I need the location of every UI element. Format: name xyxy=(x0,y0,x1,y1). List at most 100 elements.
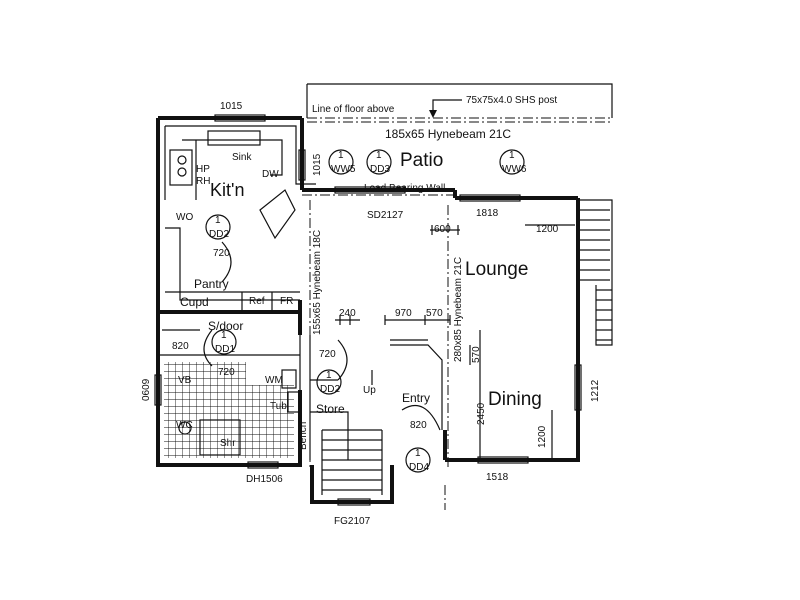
oven-unit xyxy=(169,149,193,186)
external-stairs xyxy=(578,199,613,346)
annotation-line-of-floor-above: Line of floor above xyxy=(312,104,395,115)
svg-text:1: 1 xyxy=(338,150,344,161)
entry-door-swing xyxy=(401,405,441,431)
fixture-rh: RH xyxy=(196,176,210,187)
room-label-sdoor: S/door xyxy=(208,319,243,333)
tag-dd1: 1 DD1 xyxy=(211,329,237,355)
upper-floor-outline xyxy=(306,83,613,123)
fixture-fr: FR xyxy=(280,296,293,307)
room-label-store: Store xyxy=(316,402,345,416)
fixture-vb: VB xyxy=(178,375,192,386)
dim-820-sdoor: 820 xyxy=(172,341,189,352)
dining-window-right xyxy=(574,364,582,411)
annotation-load-bearing-wall: Load Bearing Wall xyxy=(364,183,445,194)
svg-text:DD4: DD4 xyxy=(409,462,429,473)
stairs xyxy=(321,429,383,495)
svg-text:1: 1 xyxy=(221,330,227,341)
svg-text:DD2: DD2 xyxy=(320,384,340,395)
kitchen-bench xyxy=(182,139,296,240)
svg-text:WW5: WW5 xyxy=(331,164,356,175)
dim-570-a: 570 xyxy=(426,308,443,319)
opening-dining-window-bottom: 1518 xyxy=(486,472,509,483)
tag-dd2-store: 1 DD2 xyxy=(316,369,342,395)
exterior-walls xyxy=(156,116,580,504)
svg-text:1: 1 xyxy=(376,150,382,161)
svg-text:1: 1 xyxy=(326,370,332,381)
sink-unit xyxy=(207,130,261,146)
kitchen-door-swing xyxy=(221,241,232,283)
dim-1200-b: 1200 xyxy=(537,425,548,448)
dim-820-entry: 820 xyxy=(410,420,427,431)
dining-window-bottom xyxy=(477,456,529,464)
room-label-entry: Entry xyxy=(402,391,430,405)
opening-stair-window: FG2107 xyxy=(334,516,371,527)
shower-tray xyxy=(199,419,241,456)
dim-240: 240 xyxy=(339,308,356,319)
fixture-wm: WM xyxy=(265,375,283,386)
annotation-hynebeam-right: 280x85 Hynebeam 21C xyxy=(453,257,464,362)
room-label-bench: Bench xyxy=(298,422,309,450)
svg-text:DD2: DD2 xyxy=(209,229,229,240)
opening-sliding-door: SD2127 xyxy=(367,210,404,221)
patio-window xyxy=(298,149,306,181)
fixture-ref: Ref xyxy=(249,296,265,307)
svg-text:DD3: DD3 xyxy=(370,164,390,175)
shs-post-leader xyxy=(432,99,462,116)
opening-dining-window-right: 1212 xyxy=(590,379,601,402)
dim-1200-a: 1200 xyxy=(536,224,559,235)
fixture-wc: WC xyxy=(176,420,193,431)
dim-600: 600 xyxy=(434,224,451,235)
sdoor-swing xyxy=(203,329,213,367)
room-label-dining: Dining xyxy=(488,389,542,410)
dim-line-1200-right xyxy=(525,224,575,460)
dim-line-600 xyxy=(430,225,460,235)
annotation-hynebeam-left: 155x65 Hynebeam 18C xyxy=(312,230,323,335)
tag-dd2-kitchen: 1 DD2 xyxy=(205,214,231,240)
room-label-pantry: Pantry xyxy=(194,277,229,291)
shs-post-arrow xyxy=(429,110,437,118)
opening-bath-window: DH1506 xyxy=(246,474,283,485)
dim-570-b: 570 xyxy=(471,346,482,363)
svg-text:1: 1 xyxy=(215,215,221,226)
dim-970: 970 xyxy=(395,308,412,319)
lounge-window xyxy=(459,194,521,202)
svg-text:WW6: WW6 xyxy=(502,164,527,175)
room-label-up: Up xyxy=(363,385,376,396)
room-label-patio: Patio xyxy=(400,150,443,171)
opening-bath-side-window: 0609 xyxy=(141,378,152,401)
tag-ww6: 1 WW6 xyxy=(499,149,527,175)
store-door-swing xyxy=(337,339,348,381)
dim-line-970 xyxy=(384,315,451,325)
basin-circle xyxy=(178,421,192,435)
top-window xyxy=(214,114,266,122)
bath-side-window xyxy=(154,374,162,406)
opening-lounge-window: 1818 xyxy=(476,208,499,219)
dim-720-bath: 720 xyxy=(218,367,235,378)
room-label-tub: Tub xyxy=(270,401,287,412)
sliding-door-window xyxy=(334,186,406,194)
fixture-sink: Sink xyxy=(232,152,252,163)
room-label-lounge: Lounge xyxy=(465,259,528,280)
tag-ww5: 1 WW5 xyxy=(328,149,356,175)
room-label-cupd: Cupd xyxy=(180,295,209,309)
bathtub xyxy=(281,369,297,389)
tag-dd3: 1 DD3 xyxy=(366,149,392,175)
annotation-hynebeam-top: 185x65 Hynebeam 21C xyxy=(385,127,511,141)
opening-patio-window: 1015 xyxy=(312,153,323,176)
room-label-kitchen: Kit'n xyxy=(210,180,244,200)
fixture-dw: DW xyxy=(262,169,279,180)
bathroom-tiles-a xyxy=(164,362,246,458)
tag-dd4: 1 DD4 xyxy=(405,447,431,473)
dim-720-store: 720 xyxy=(319,349,336,360)
opening-top-window: 1015 xyxy=(220,101,243,112)
annotation-shs-post: 75x75x4.0 SHS post xyxy=(466,95,557,106)
svg-text:1: 1 xyxy=(509,150,515,161)
bath-bench-box xyxy=(287,391,301,413)
bathroom-tiles-b xyxy=(246,385,294,458)
dim-720-kitchen: 720 xyxy=(213,248,230,259)
stair-window xyxy=(337,498,371,506)
svg-text:1: 1 xyxy=(415,448,421,459)
fixture-hp: HP xyxy=(196,164,210,175)
